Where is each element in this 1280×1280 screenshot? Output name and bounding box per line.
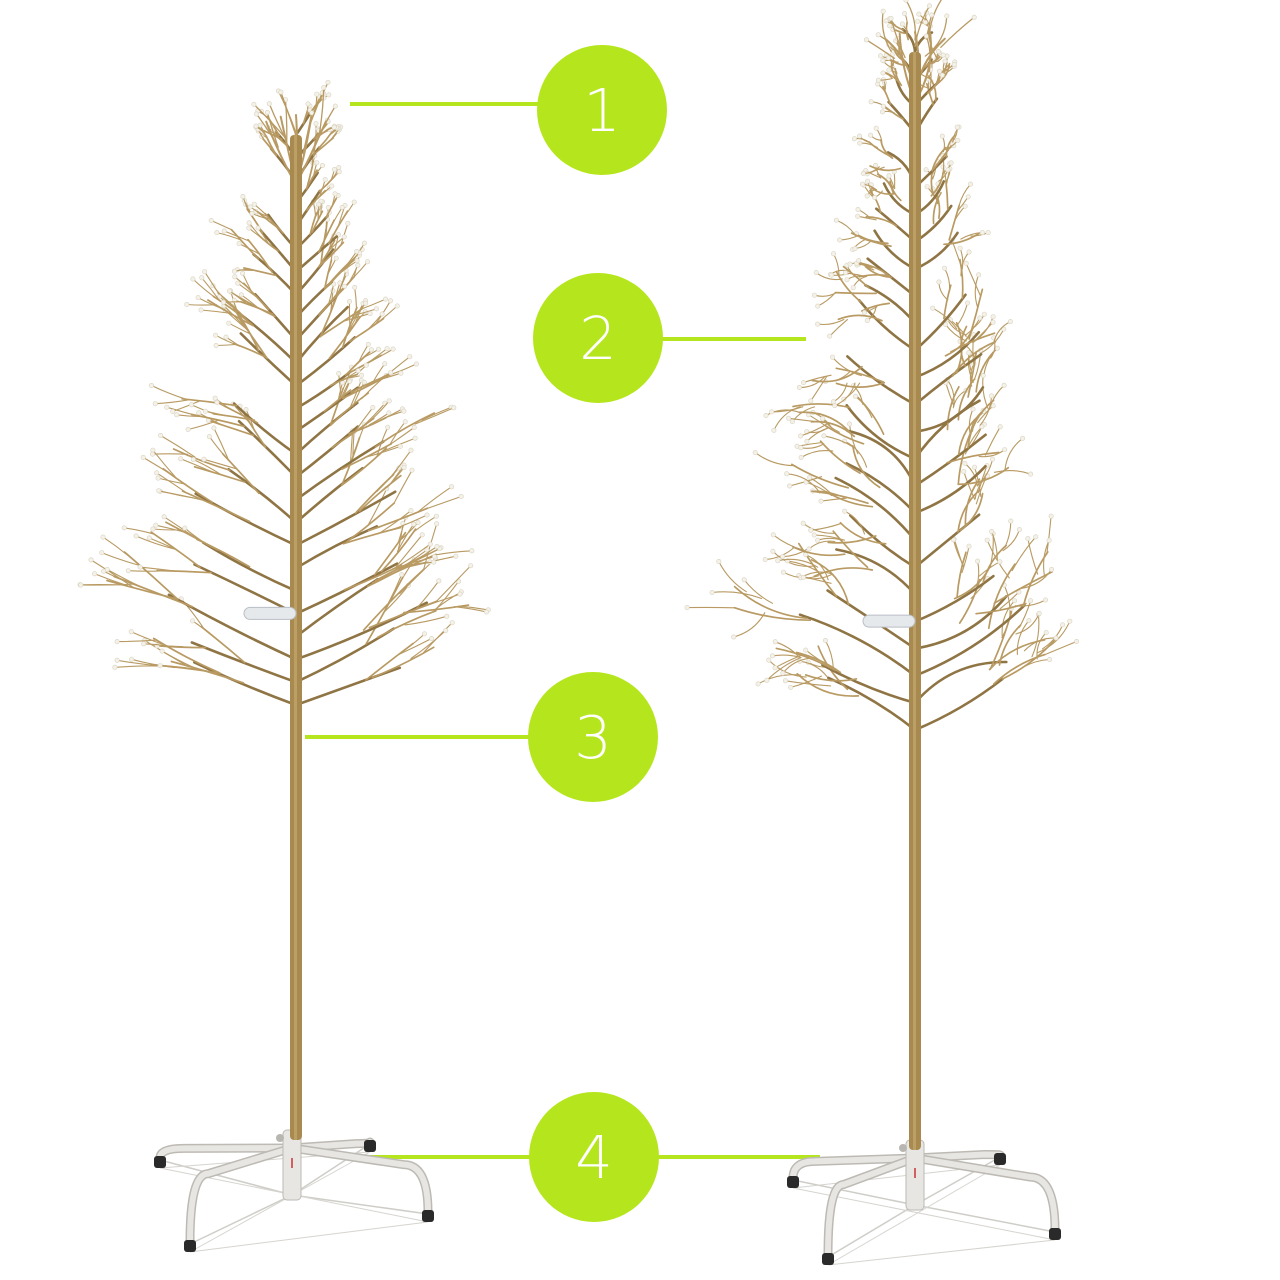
right-tree (684, 0, 1080, 1266)
branches (77, 79, 491, 707)
branches (684, 0, 1080, 732)
rubber-foot (822, 1253, 834, 1265)
callout-badge-4: 4 (529, 1092, 659, 1222)
rubber-foot (154, 1156, 166, 1168)
tripod-stand (154, 1129, 434, 1253)
callout-number-3: 3 (574, 702, 612, 772)
callout-badge-1: 1 (537, 45, 667, 175)
callout-badge-2: 2 (533, 273, 663, 403)
rubber-foot (994, 1153, 1006, 1165)
rubber-foot (1049, 1228, 1061, 1240)
callout-badge-3: 3 (528, 672, 658, 802)
cable-clip (243, 606, 297, 620)
cable-clip (862, 614, 916, 628)
rubber-foot (422, 1210, 434, 1222)
rubber-foot (184, 1240, 196, 1252)
tripod-stand (787, 1139, 1061, 1266)
callout-number-2: 2 (579, 303, 617, 373)
rubber-foot (364, 1140, 376, 1152)
rubber-foot (787, 1176, 799, 1188)
wing-screw (276, 1134, 284, 1142)
left-tree (77, 79, 491, 1253)
callout-number-4: 4 (575, 1122, 613, 1192)
callout-number-1: 1 (583, 75, 621, 145)
wing-screw (899, 1144, 907, 1152)
